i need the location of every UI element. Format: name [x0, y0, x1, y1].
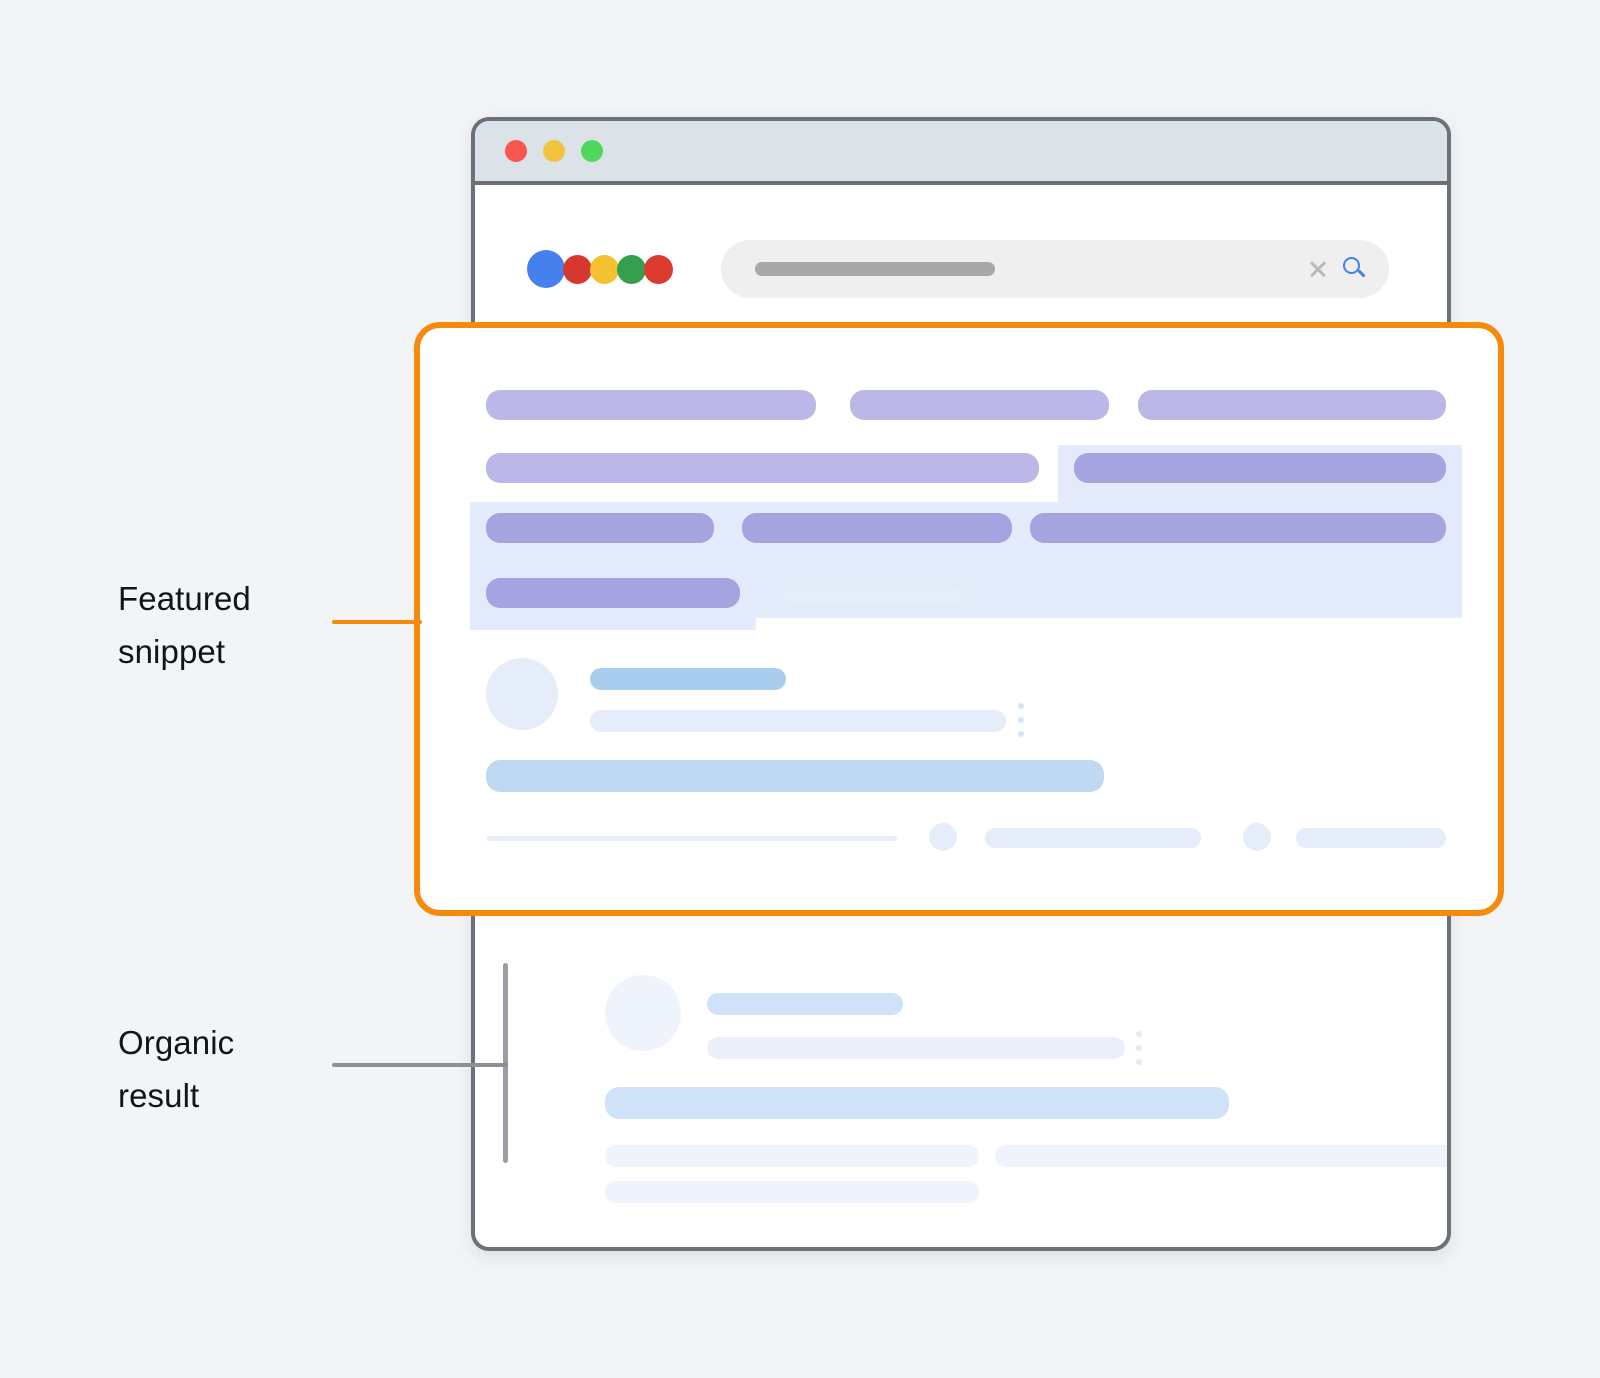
featured-snippet-card[interactable] [414, 322, 1504, 916]
snippet-text-bar [1138, 390, 1446, 420]
snippet-text-bar-highlighted [1074, 453, 1446, 483]
search-input-actions [1308, 257, 1367, 281]
logo-dot-green [617, 254, 646, 284]
search-query-text [755, 262, 995, 276]
snippet-text-bar-highlighted [1030, 513, 1446, 543]
clear-icon[interactable] [1308, 260, 1327, 279]
callout-leader-organic-result [332, 1063, 508, 1067]
logo-dot-red [563, 254, 592, 284]
breadcrumb-bar [707, 1037, 1125, 1059]
snippet-text-bar-pale [784, 586, 962, 604]
snippet-text-bar-highlighted [486, 578, 740, 608]
result-title-bar[interactable] [605, 1087, 1229, 1119]
footer-chip-avatar [1243, 823, 1271, 851]
browser-titlebar [475, 121, 1447, 185]
snippet-text-bar [486, 453, 1039, 483]
more-options-icon[interactable] [1018, 703, 1024, 737]
search-input[interactable] [721, 240, 1389, 298]
snippet-text-bar [486, 390, 816, 420]
avatar [486, 658, 558, 730]
breadcrumb-bar [590, 710, 1006, 732]
avatar [605, 975, 681, 1051]
description-bar [605, 1181, 979, 1203]
logo-dot-blue [527, 250, 565, 288]
snippet-text-bar-highlighted [486, 513, 714, 543]
site-name-bar [707, 993, 903, 1015]
footer-chip-bar[interactable] [1296, 828, 1446, 848]
callout-label-organic-result: Organic result [118, 1024, 235, 1115]
more-options-icon[interactable] [1136, 1031, 1142, 1065]
minimize-window-button[interactable] [543, 140, 565, 162]
site-name-bar [590, 668, 786, 690]
callout-leader-featured-snippet [332, 620, 422, 624]
search-engine-logo-icon[interactable] [527, 250, 673, 288]
description-bar [995, 1145, 1447, 1167]
result-title-bar[interactable] [486, 760, 1104, 792]
footer-chip-bar[interactable] [985, 828, 1201, 848]
search-header [475, 185, 1447, 315]
footer-divider [486, 836, 898, 841]
snippet-text-bar-highlighted [742, 513, 1012, 543]
close-window-button[interactable] [505, 140, 527, 162]
maximize-window-button[interactable] [581, 140, 603, 162]
logo-dot-red-2 [644, 254, 673, 284]
snippet-text-bar [850, 390, 1109, 420]
description-bar [605, 1145, 979, 1167]
organic-result-block[interactable] [535, 967, 1447, 1203]
footer-chip-avatar [929, 823, 957, 851]
callout-label-featured-snippet: Featured snippet [118, 580, 251, 671]
search-icon[interactable] [1343, 257, 1367, 281]
logo-dot-yellow [590, 254, 619, 284]
